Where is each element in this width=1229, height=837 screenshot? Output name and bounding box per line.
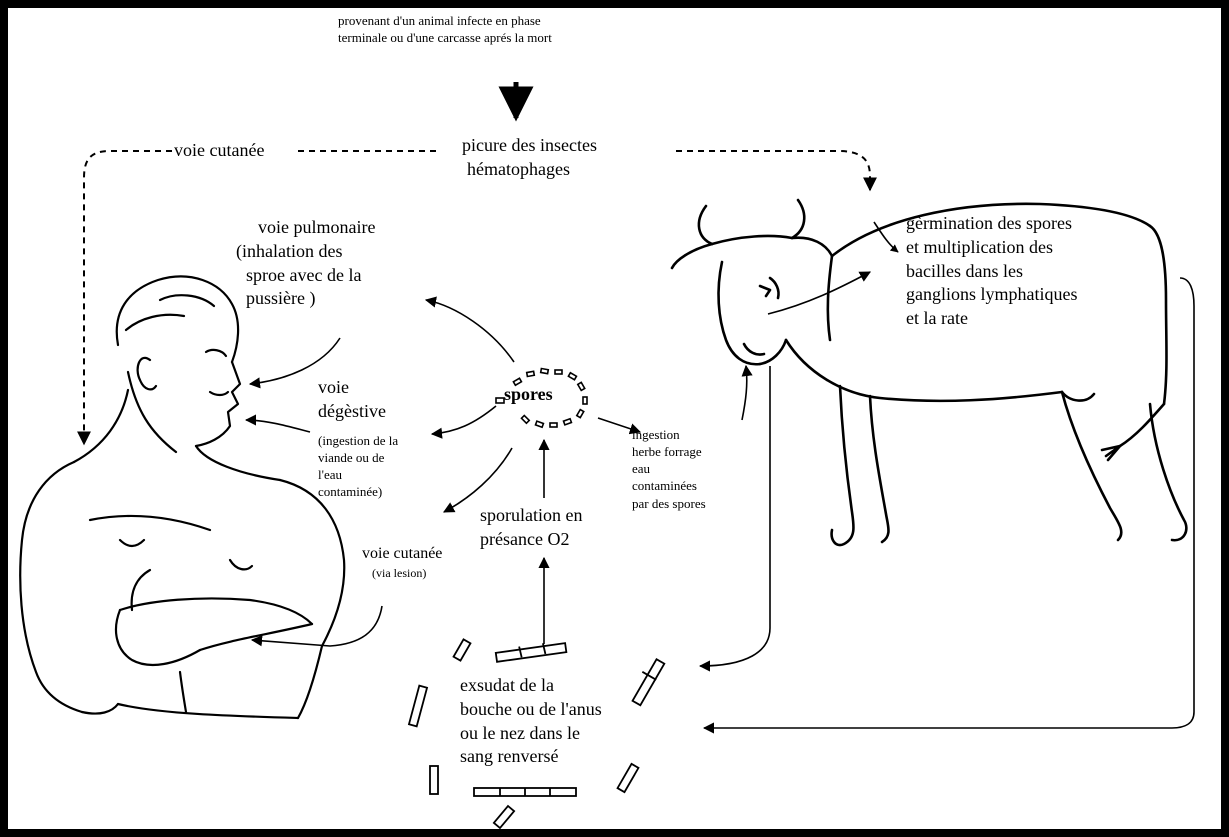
label-source-line-2: terminale ou d'une carcasse aprés la mor… [338,29,552,46]
label-sporulation: sporulation en présance O2 [480,504,582,552]
label-cutanee-lesion-detail: (via lesion) [372,566,426,582]
label-germination: gèrmination des spores et multiplication… [906,212,1077,331]
label-insectes: picure des insectes hématophages [440,134,597,182]
label-sporulation-line-1: sporulation en [480,504,582,528]
label-exsudat-line-4: sang renversé [460,745,602,769]
label-source-line-1: provenant d'un animal infecte en phase [338,12,552,29]
label-pulmonaire-line-2: (inhalation des [236,240,375,264]
label-voie-cutanee-top: voie cutanée [172,139,266,163]
label-ingestion-line-5: par des spores [632,495,706,512]
label-sporulation-line-2: présance O2 [480,528,582,552]
label-ingestion-line-3: eau [632,460,706,477]
label-pulmonaire-line-1: voie pulmonaire [236,216,375,240]
label-degestive-line-1: voie [318,376,386,400]
label-ingestion-line-1: ingestion [632,426,706,443]
label-exsudat-line-2: bouche ou de l'anus [460,698,602,722]
label-ingestion: ingestion herbe forrage eau contaminées … [632,426,706,512]
label-degestive-detail-line-3: l'eau [318,466,398,483]
label-degestive: voie dégèstive [318,376,386,424]
label-insectes-line-1: picure des insectes [440,134,597,158]
label-degestive-line-2: dégèstive [318,400,386,424]
label-degestive-detail-line-2: viande ou de [318,449,398,466]
label-ingestion-line-2: herbe forrage [632,443,706,460]
label-ingestion-line-4: contaminées [632,477,706,494]
label-germination-line-2: et multiplication des [906,236,1077,260]
label-pulmonaire-line-3: sproe avec de la [236,264,375,288]
label-degestive-detail-line-1: (ingestion de la [318,432,398,449]
label-germination-line-4: ganglions lymphatiques [906,283,1077,307]
label-degestive-detail: (ingestion de la viande ou de l'eau cont… [318,432,398,501]
label-source: provenant d'un animal infecte en phase t… [338,12,552,46]
label-degestive-detail-line-4: contaminée) [318,483,398,500]
label-germination-line-5: et la rate [906,307,1077,331]
label-germination-line-1: gèrmination des spores [906,212,1077,236]
diagram-panel [8,8,1221,829]
label-insectes-line-2: hématophages [440,158,597,182]
label-exsudat-line-3: ou le nez dans le [460,722,602,746]
label-pulmonaire-line-4: pussière ) [236,287,375,311]
label-exsudat: exsudat de la bouche ou de l'anus ou le … [460,674,602,769]
label-germination-line-3: bacilles dans les [906,260,1077,284]
label-cutanee-lesion: voie cutanée [362,543,442,564]
label-exsudat-line-1: exsudat de la [460,674,602,698]
label-spores: spores [504,383,553,407]
label-pulmonaire: voie pulmonaire (inhalation des sproe av… [236,216,375,311]
